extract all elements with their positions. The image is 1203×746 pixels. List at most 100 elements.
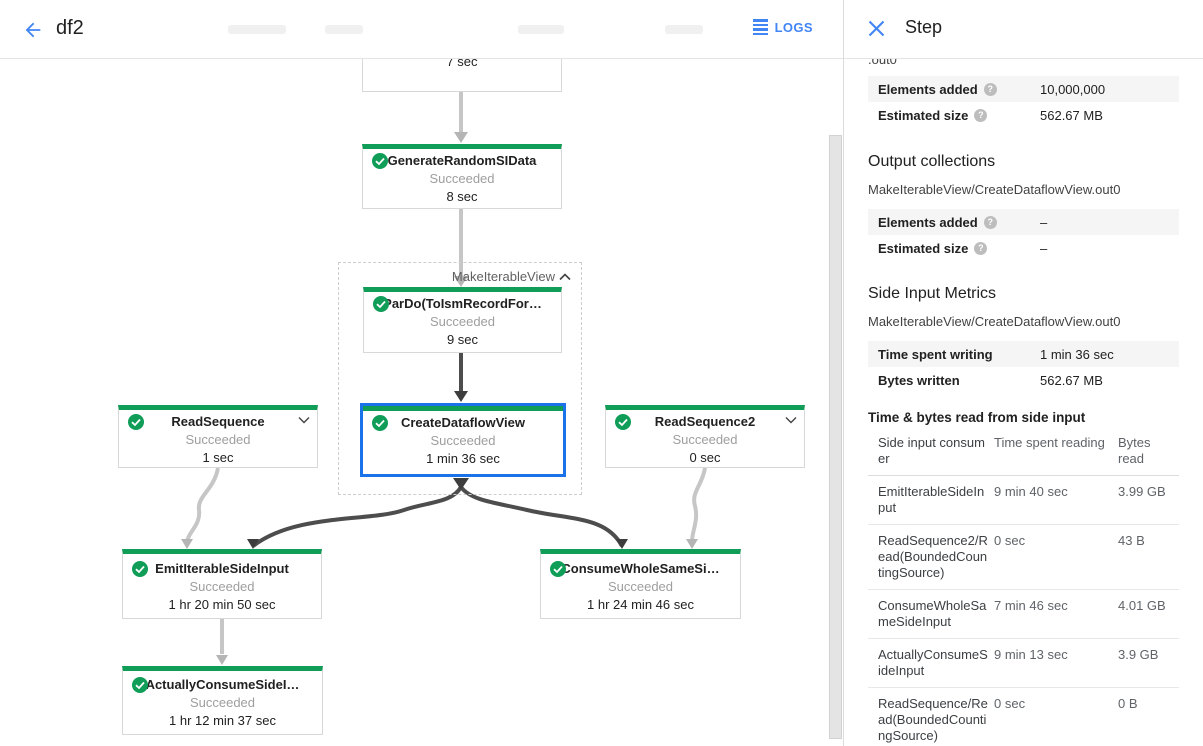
group-label: MakeIterableView — [451, 269, 555, 284]
metric-value: 562.67 MB — [1040, 107, 1103, 123]
step-title: ParDo(ToIsmRecordFor… — [383, 296, 542, 311]
logs-icon — [752, 19, 768, 35]
back-arrow-icon[interactable] — [22, 19, 44, 41]
panel-body[interactable]: .out0 Elements added ? 10,000,000 Estima… — [844, 59, 1203, 746]
step-title: CreateDataflowView — [400, 415, 526, 430]
time-cell: 0 sec — [994, 524, 1118, 590]
step-node-pardo-toismrecord[interactable]: ParDo(ToIsmRecordFor… Succeeded 9 sec — [363, 287, 562, 353]
step-status: Succeeded — [429, 171, 495, 186]
metric-label: Estimated size — [878, 107, 969, 123]
clipped-collection-text: .out0 — [868, 59, 897, 67]
logs-button-label: LOGS — [774, 19, 813, 35]
step-status: Succeeded — [429, 314, 496, 329]
step-duration: 1 sec — [202, 450, 234, 465]
side-input-metrics-heading: Side Input Metrics — [868, 285, 997, 302]
pipeline-graph-canvas[interactable]: MakeIterableView Succeeded 7 sec Generat… — [0, 0, 843, 746]
metric-value: – — [1040, 214, 1048, 230]
success-check-icon — [615, 414, 631, 430]
help-icon[interactable]: ? — [974, 241, 988, 255]
side-input-table: Side input consumer Time spent reading B… — [868, 429, 1179, 746]
bytes-cell: 0 B — [1118, 687, 1179, 746]
step-node-actuallyconsumesideinput[interactable]: ActuallyConsumeSideI… Succeeded 1 hr 12 … — [122, 666, 323, 735]
blurred-text — [325, 25, 363, 34]
bytes-cell: 3.9 GB — [1118, 638, 1179, 688]
step-title: ReadSequence — [171, 414, 265, 429]
step-details-panel: Step .out0 Elements added ? 10,000,000 E… — [844, 0, 1203, 746]
metric-label: Estimated size — [878, 240, 969, 256]
metric-row: Estimated size ? – — [868, 235, 1179, 261]
metric-row: Bytes written 562.67 MB — [868, 367, 1179, 393]
metric-row: Elements added ? – — [868, 209, 1179, 235]
metric-row: Estimated size ? 562.67 MB — [868, 102, 1179, 128]
column-header: Bytes read — [1118, 429, 1179, 476]
time-cell: 0 sec — [994, 687, 1118, 746]
step-duration: 9 sec — [446, 332, 479, 347]
group-collapse-toggle[interactable]: MakeIterableView — [452, 269, 571, 284]
column-header: Side input consumer — [868, 429, 994, 476]
bytes-cell: 4.01 GB — [1118, 589, 1179, 639]
output-collections-heading: Output collections — [868, 153, 996, 170]
metric-label: Elements added — [878, 214, 978, 230]
blurred-text — [518, 25, 564, 34]
success-check-icon — [373, 296, 389, 312]
success-check-icon — [550, 561, 566, 577]
metric-label: Time spent writing — [878, 346, 993, 362]
table-row: ReadSequence/Read(BoundedCountingSource)… — [868, 687, 1179, 746]
table-header-row: Side input consumer Time spent reading B… — [868, 429, 1179, 476]
metric-row: Elements added ? 10,000,000 — [868, 76, 1179, 102]
consumer-cell: ConsumeWholeSameSideInput — [868, 589, 994, 639]
panel-divider — [843, 0, 844, 746]
consumer-cell: ReadSequence2/Read(BoundedCountingSource… — [868, 524, 994, 590]
success-check-icon — [128, 414, 144, 430]
success-check-icon — [372, 415, 388, 431]
step-status: Succeeded — [607, 579, 674, 594]
table-row: ReadSequence2/Read(BoundedCountingSource… — [868, 524, 1179, 590]
step-title: EmitIterableSideInput — [155, 561, 289, 576]
step-duration: 0 sec — [689, 450, 721, 465]
step-duration: 1 min 36 sec — [426, 451, 500, 466]
step-title: ActuallyConsumeSideI… — [145, 677, 300, 692]
help-icon[interactable]: ? — [983, 82, 997, 96]
step-duration: 1 hr 24 min 46 sec — [587, 597, 694, 612]
chevron-up-icon — [559, 272, 571, 280]
logs-button[interactable]: LOGS — [752, 19, 813, 35]
chevron-down-icon[interactable] — [298, 416, 310, 424]
job-header-bar: df2 LOGS — [0, 0, 843, 59]
graph-edges — [181, 86, 707, 665]
column-header: Time spent reading — [994, 429, 1118, 476]
output-metrics: Elements added ? – Estimated size ? – — [868, 209, 1179, 261]
chevron-down-icon[interactable] — [785, 416, 797, 424]
step-node-createdataflowview-selected[interactable]: CreateDataflowView Succeeded 1 min 36 se… — [360, 403, 566, 477]
step-status: Succeeded — [430, 433, 496, 448]
time-cell: 9 min 40 sec — [994, 475, 1118, 525]
consumer-cell: ActuallyConsumeSideInput — [868, 638, 994, 688]
step-node-readsequence[interactable]: ReadSequence Succeeded 1 sec — [118, 405, 318, 468]
blurred-text — [228, 25, 286, 34]
bytes-cell: 3.99 GB — [1118, 475, 1179, 525]
side-input-collection-name: MakeIterableView/CreateDataflowView.out0 — [868, 314, 1121, 329]
node-status-bar — [363, 406, 563, 411]
step-status: Succeeded — [672, 432, 738, 447]
table-row: ConsumeWholeSameSideInput 7 min 46 sec 4… — [868, 589, 1179, 639]
close-icon[interactable] — [868, 20, 885, 37]
table-row: ActuallyConsumeSideInput 9 min 13 sec 3.… — [868, 638, 1179, 688]
step-node-consumewholesamesideinput[interactable]: ConsumeWholeSameSi… Succeeded 1 hr 24 mi… — [540, 549, 741, 619]
output-collection-name: MakeIterableView/CreateDataflowView.out0 — [868, 182, 1121, 197]
step-node-generaterandomsidata[interactable]: GenerateRandomSIData Succeeded 8 sec — [362, 144, 562, 209]
consumer-cell: EmitIterableSideInput — [868, 475, 994, 525]
step-node-emititerablesideinput[interactable]: EmitIterableSideInput Succeeded 1 hr 20 … — [122, 549, 322, 619]
metric-label: Bytes written — [878, 372, 960, 388]
step-node-readsequence2[interactable]: ReadSequence2 Succeeded 0 sec — [605, 405, 805, 468]
metric-value: 1 min 36 sec — [1040, 346, 1114, 362]
time-cell: 7 min 46 sec — [994, 589, 1118, 639]
canvas-scrollbar[interactable] — [829, 135, 842, 739]
metric-label: Elements added — [878, 81, 978, 97]
help-icon[interactable]: ? — [974, 108, 988, 122]
step-duration: 8 sec — [446, 189, 478, 204]
consumer-cell: ReadSequence/Read(BoundedCountingSource) — [868, 687, 994, 746]
step-status: Succeeded — [189, 695, 256, 710]
help-icon[interactable]: ? — [983, 215, 997, 229]
metric-value: 562.67 MB — [1040, 372, 1103, 388]
metric-value: – — [1040, 240, 1048, 256]
